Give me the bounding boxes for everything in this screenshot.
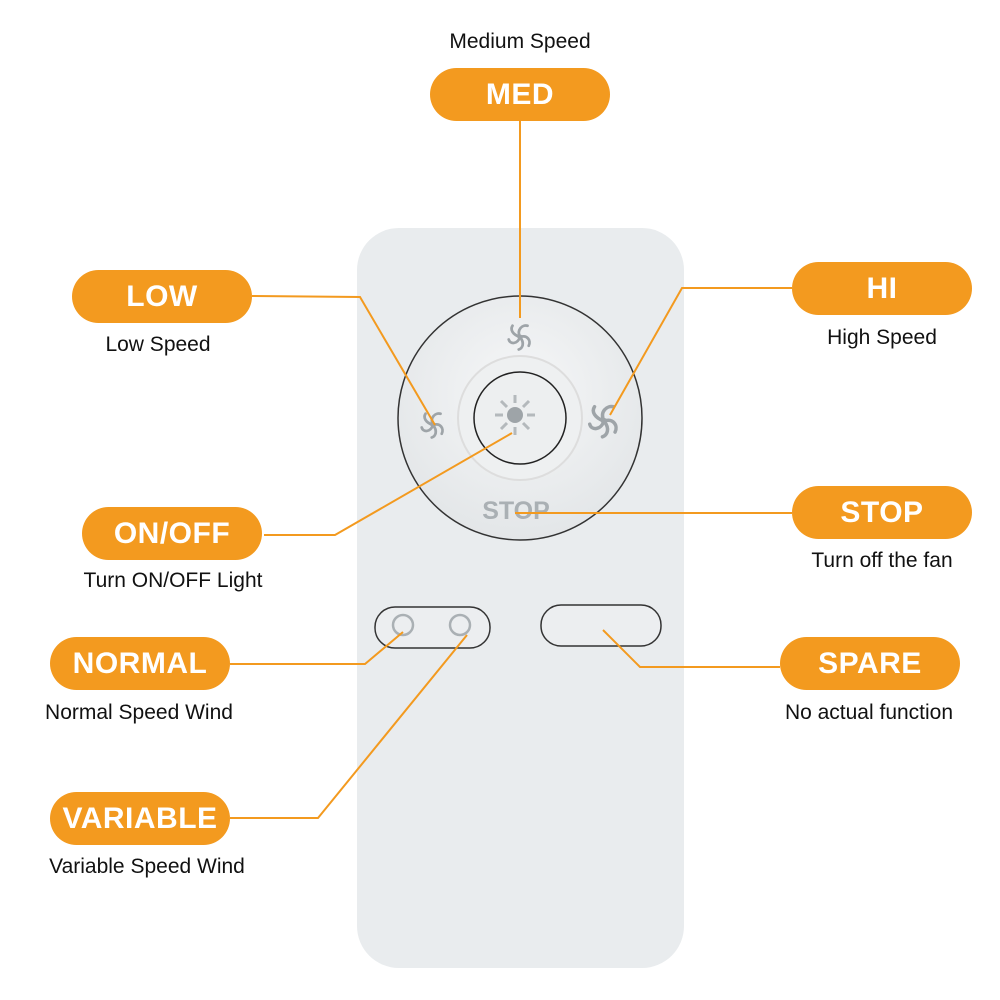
variable-wind-icon	[448, 613, 472, 637]
onoff-caption: Turn ON/OFF Light	[83, 569, 263, 592]
normal-wind-icon	[391, 613, 415, 637]
med-label: MED	[430, 68, 610, 121]
variable-caption: Variable Speed Wind	[49, 855, 245, 878]
stop-caption: Turn off the fan	[811, 549, 953, 572]
stop-label: STOP	[792, 486, 972, 539]
leader-lines	[230, 120, 792, 819]
normal-label: NORMAL	[50, 637, 230, 690]
low-caption: Low Speed	[105, 333, 211, 356]
light-icon	[495, 395, 535, 435]
spare-label: SPARE	[780, 637, 960, 690]
normal-caption: Normal Speed Wind	[45, 701, 233, 724]
stop-button-label: STOP	[482, 497, 550, 525]
spare-button	[540, 604, 662, 647]
spare-caption: No actual function	[784, 701, 954, 724]
onoff-label: ON/OFF	[82, 507, 262, 560]
med-caption: Medium Speed	[449, 30, 591, 53]
wind-mode-button	[374, 606, 491, 649]
hi-caption: High Speed	[827, 326, 937, 349]
hi-label: HI	[792, 262, 972, 315]
variable-label: VARIABLE	[50, 792, 230, 845]
low-label: LOW	[72, 270, 252, 323]
